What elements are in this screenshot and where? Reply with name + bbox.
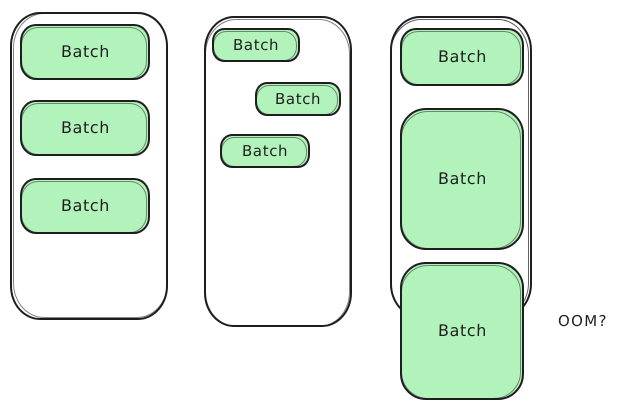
batch-block: Batch: [400, 28, 524, 86]
batch-block: Batch: [20, 100, 150, 156]
batch-block: Batch: [400, 108, 524, 250]
batch-label: Batch: [60, 118, 110, 137]
batch-block: Batch: [220, 134, 310, 168]
batch-block: Batch: [20, 24, 150, 80]
batch-block: Batch: [255, 82, 341, 116]
batch-label: Batch: [274, 89, 322, 108]
batch-block: Batch: [212, 28, 300, 62]
batch-label: Batch: [60, 42, 110, 61]
oom-label: OOM?: [557, 312, 608, 330]
memory-container-2: [204, 16, 352, 327]
batch-label: Batch: [241, 141, 289, 160]
batch-label: Batch: [232, 35, 280, 54]
batch-label: Batch: [437, 321, 487, 340]
batch-label: Batch: [60, 196, 110, 215]
batch-label: Batch: [437, 169, 487, 188]
batch-block: Batch: [400, 262, 524, 400]
batch-label: Batch: [437, 47, 487, 66]
memory-container-1: [10, 12, 168, 320]
batch-block: Batch: [20, 178, 150, 234]
